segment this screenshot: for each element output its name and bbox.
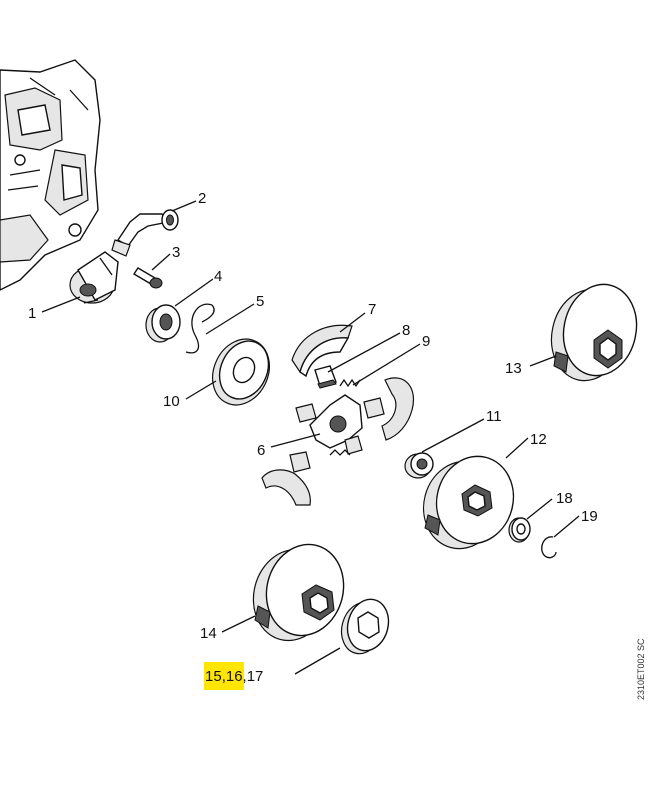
callout-16-17: ,16,17 xyxy=(222,668,264,685)
part-5-spring-clip xyxy=(185,303,215,354)
callout-18: 18 xyxy=(556,490,573,507)
callout-13: 13 xyxy=(505,360,522,377)
callout-3: 3 xyxy=(172,244,180,261)
part-13-clutch-drum xyxy=(550,283,638,382)
part-19-e-clip xyxy=(541,536,557,559)
callout-15-16-17: 15,16,17 xyxy=(205,668,263,685)
part-10-washer xyxy=(212,338,270,406)
callout-6: 6 xyxy=(257,442,265,459)
callout-14: 14 xyxy=(200,625,217,642)
callout-5: 5 xyxy=(256,293,264,310)
part-3-screw xyxy=(133,267,163,289)
part-9-spring xyxy=(339,378,361,388)
callout-labels: 1 2 3 4 5 6 7 8 9 10 11 12 13 14 18 19 1… xyxy=(28,190,598,685)
callout-4: 4 xyxy=(214,268,222,285)
part-4-bushing xyxy=(145,304,181,343)
callout-12: 12 xyxy=(530,431,547,448)
callout-7: 7 xyxy=(368,301,376,318)
callout-10: 10 xyxy=(163,393,180,410)
leader-lines xyxy=(41,200,580,675)
part-6-clutch-carrier xyxy=(261,377,414,506)
part-7-clutch-shoe xyxy=(291,324,353,378)
callout-9: 9 xyxy=(422,333,430,350)
callout-8: 8 xyxy=(402,322,410,339)
part-18-washer xyxy=(508,517,531,543)
part-14-clutch-drum xyxy=(252,543,345,642)
callout-11: 11 xyxy=(486,408,502,425)
callout-2: 2 xyxy=(198,190,206,207)
part-1-oil-pump xyxy=(69,251,119,304)
callout-1: 1 xyxy=(28,305,36,322)
highlight-marker xyxy=(204,662,244,690)
part-12-clutch-drum xyxy=(422,455,515,550)
engine-housing xyxy=(0,59,101,291)
part-2-oil-hose xyxy=(111,209,179,257)
callout-19: 19 xyxy=(581,508,598,525)
part-11-needle-cage xyxy=(404,452,434,479)
callout-15-highlighted: 15 xyxy=(205,668,222,685)
part-15-rim-sprocket xyxy=(340,598,390,655)
drawing-code: 2310ET002 SC xyxy=(636,638,646,700)
